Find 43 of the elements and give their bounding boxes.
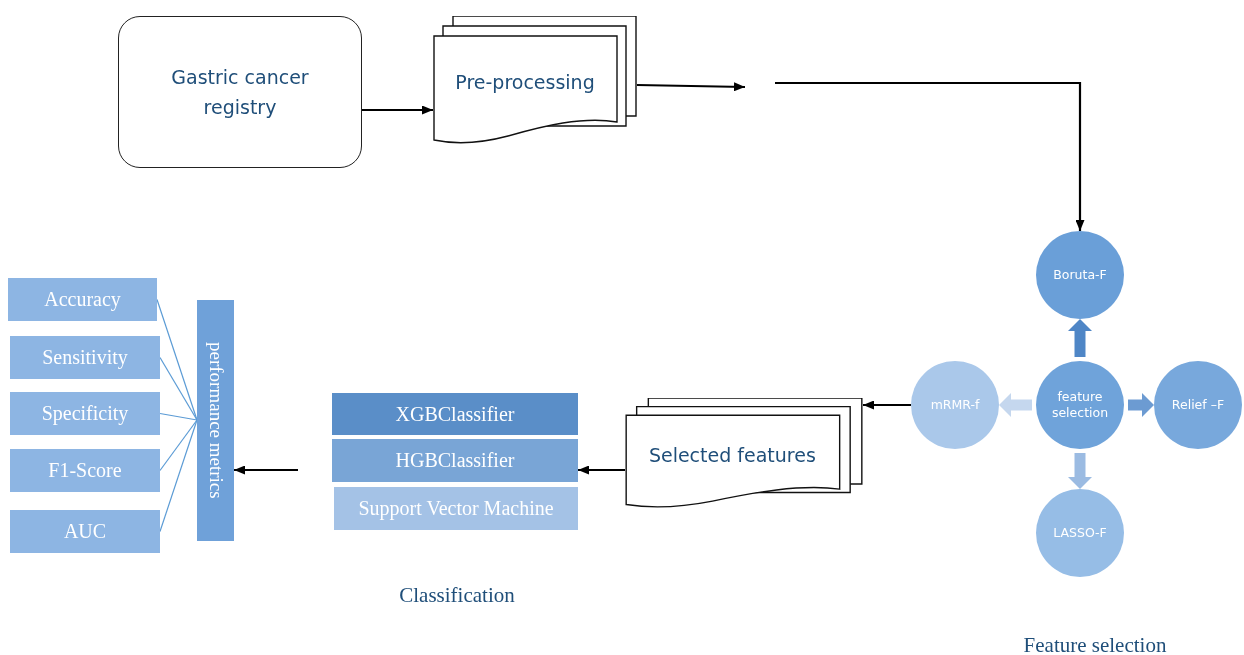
label-bar xyxy=(10,449,160,492)
node-text: Boruta-F xyxy=(1053,266,1107,284)
arrow xyxy=(637,82,745,92)
rounded-process-box xyxy=(118,16,362,168)
block-arrow xyxy=(1128,393,1154,417)
node-text: Specificity xyxy=(41,402,129,425)
label-bar xyxy=(332,393,578,435)
arrow xyxy=(234,465,298,475)
node-text: AUC xyxy=(63,520,107,543)
label-bar xyxy=(332,439,578,482)
node-text: HGBClassifier xyxy=(395,449,515,472)
node-text: feature selection xyxy=(1050,388,1110,422)
node-text: LASSO-F xyxy=(1053,524,1107,542)
node-text: performance metrics xyxy=(204,342,227,499)
node-text: Support Vector Machine xyxy=(358,497,554,520)
label-bar xyxy=(8,278,157,321)
node-text: F1-Score xyxy=(48,459,122,482)
connector-line xyxy=(159,419,198,472)
document-stack xyxy=(625,398,863,508)
document-stack xyxy=(433,16,637,144)
arrow xyxy=(775,81,1085,231)
vertical-bar xyxy=(197,300,234,541)
label-bar xyxy=(10,336,160,379)
section-caption: Feature selection xyxy=(1023,632,1167,655)
label-bar xyxy=(10,510,160,553)
node-text: XGBClassifier xyxy=(395,402,515,426)
connector-line xyxy=(159,412,198,421)
block-arrow xyxy=(1068,319,1092,357)
node-text: Sensitivity xyxy=(42,346,128,369)
node-text: Pre-processing xyxy=(455,69,595,95)
label-bar xyxy=(334,487,578,530)
label-bar xyxy=(10,392,160,435)
block-arrow xyxy=(999,393,1032,417)
arrow xyxy=(578,465,625,475)
node-text: Relief –F xyxy=(1171,396,1225,414)
node-text: mRMR-f xyxy=(930,396,980,414)
arrow xyxy=(362,105,433,115)
arrow xyxy=(863,400,911,410)
section-caption: Classification xyxy=(399,582,515,608)
node-text: Accuracy xyxy=(44,288,121,311)
node-text: Gastric cancer registry xyxy=(170,64,310,120)
block-arrow xyxy=(1068,453,1092,489)
node-text: Selected features xyxy=(648,442,816,468)
